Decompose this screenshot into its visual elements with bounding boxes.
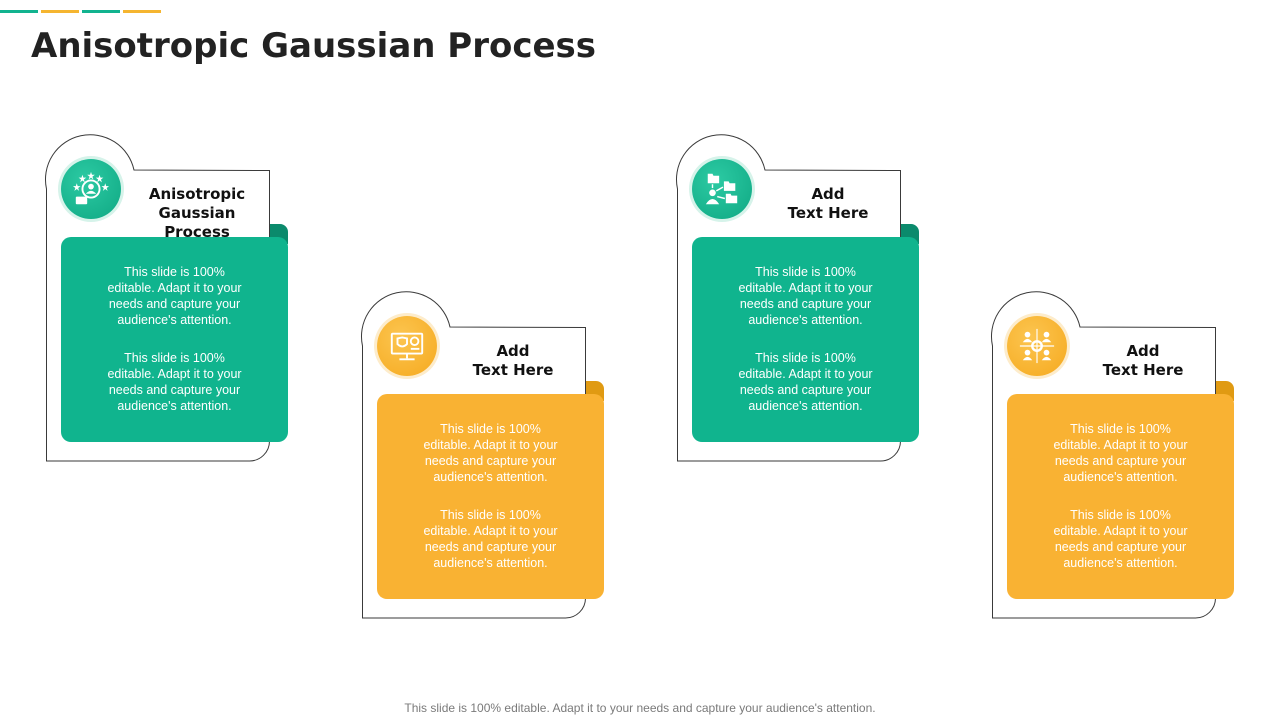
icon-badge bbox=[692, 159, 752, 219]
card-title: Add Text Here bbox=[1070, 342, 1216, 380]
card-title-line-1: Add bbox=[811, 185, 845, 203]
user-folders-network-icon bbox=[705, 173, 738, 205]
card-title-line-2: Text Here bbox=[472, 361, 554, 379]
card-title: Anisotropic Gaussian Process bbox=[124, 185, 270, 242]
card-title-line-1: Add bbox=[1126, 342, 1160, 360]
card-title-line-2: Gaussian Process bbox=[158, 204, 236, 241]
card-paragraph-2: This slide is 100% editable. Adapt it to… bbox=[107, 351, 242, 413]
card-description-panel: This slide is 100% editable. Adapt it to… bbox=[692, 237, 919, 442]
accent-bar-3 bbox=[82, 10, 120, 13]
accent-bar-2 bbox=[41, 10, 79, 13]
card-paragraph-1: This slide is 100% editable. Adapt it to… bbox=[1053, 422, 1188, 484]
card-paragraph-2: This slide is 100% editable. Adapt it to… bbox=[1053, 508, 1188, 570]
card-paragraph-1: This slide is 100% editable. Adapt it to… bbox=[107, 265, 242, 327]
process-card-3: Add Text Here This slide is 100% editabl… bbox=[675, 134, 922, 465]
user-rating-stars-icon bbox=[72, 171, 110, 205]
card-paragraph-1: This slide is 100% editable. Adapt it to… bbox=[738, 265, 873, 327]
accent-bar-1 bbox=[0, 10, 38, 13]
card-title: Add Text Here bbox=[755, 185, 901, 223]
footer-note: This slide is 100% editable. Adapt it to… bbox=[404, 701, 876, 715]
card-paragraph-2: This slide is 100% editable. Adapt it to… bbox=[738, 351, 873, 413]
process-card-2: Add Text Here This slide is 100% editabl… bbox=[360, 291, 607, 622]
process-card-4: Add Text Here This slide is 100% editabl… bbox=[990, 291, 1237, 622]
card-title-line-1: Add bbox=[496, 342, 530, 360]
card-title-line-1: Anisotropic bbox=[148, 185, 246, 203]
monitor-security-icon bbox=[390, 332, 424, 361]
card-title: Add Text Here bbox=[440, 342, 586, 380]
card-description-panel: This slide is 100% editable. Adapt it to… bbox=[1007, 394, 1234, 599]
card-paragraph-1: This slide is 100% editable. Adapt it to… bbox=[423, 422, 558, 484]
card-title-line-2: Text Here bbox=[1102, 361, 1184, 379]
icon-badge bbox=[1007, 316, 1067, 376]
card-paragraph-2: This slide is 100% editable. Adapt it to… bbox=[423, 508, 558, 570]
card-title-line-2: Text Here bbox=[787, 204, 869, 222]
card-description-panel: This slide is 100% editable. Adapt it to… bbox=[61, 237, 288, 442]
icon-badge bbox=[61, 159, 121, 219]
process-card-1: Anisotropic Gaussian Process This slide … bbox=[44, 134, 291, 465]
card-description-panel: This slide is 100% editable. Adapt it to… bbox=[377, 394, 604, 599]
accent-bar-4 bbox=[123, 10, 161, 13]
page-title: Anisotropic Gaussian Process bbox=[31, 26, 597, 66]
team-network-hub-icon bbox=[1019, 328, 1055, 364]
icon-badge bbox=[377, 316, 437, 376]
